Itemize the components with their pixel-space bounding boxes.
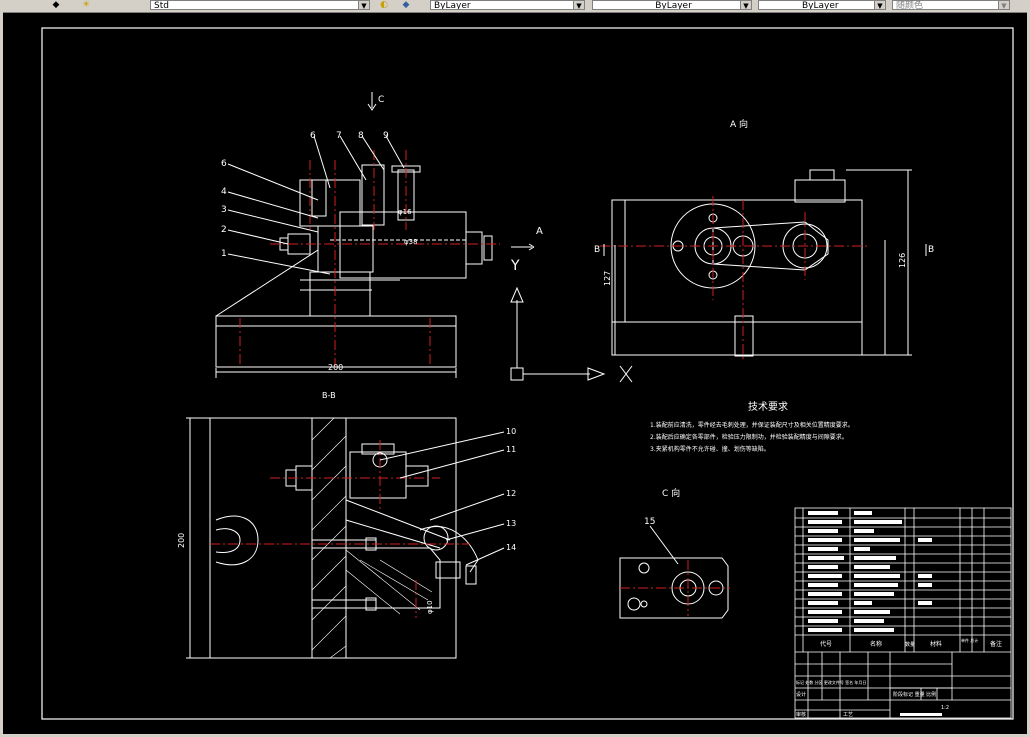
parts-list-fillers — [808, 511, 942, 716]
c-view — [619, 525, 730, 619]
plotstyle-control-value: 随颜色 — [896, 1, 924, 10]
text-style-value: Std — [154, 1, 169, 10]
part-number: 7 — [336, 131, 342, 141]
title-block-audit: 审核 — [796, 711, 806, 718]
view-label: B — [928, 245, 934, 255]
col-header-note: 备注 — [990, 640, 1002, 648]
view-title: A 向 — [730, 118, 748, 130]
front-view-labels: C 6 7 8 9 6 4 3 2 1 200 φ16 φ38 — [221, 95, 418, 372]
part-number: 6 — [310, 131, 316, 141]
drawing-area-frame — [0, 12, 1030, 737]
tech-req-item: 3.夹紧机构零件不允许碰、撞、划伤等缺陷。 — [650, 445, 770, 453]
view-label: B — [594, 245, 600, 255]
layer-light-icon[interactable]: ☀ — [81, 0, 91, 10]
title-block-labels: 代号 名称 数量 材料 单件 总计 备注 标记 处数 分区 更改文件号 签名 年… — [796, 637, 1002, 718]
part-number: 2 — [221, 225, 227, 235]
dimension-label: φ38 — [404, 238, 418, 246]
chevron-down-icon: ▼ — [740, 1, 751, 9]
title-block-scale: 1:2 — [941, 705, 949, 711]
tech-req-title: 技术要求 — [748, 400, 788, 413]
text-style-dropdown[interactable]: Std ▼ — [150, 0, 370, 10]
layer-previous-icon[interactable]: ◐ — [380, 0, 388, 10]
part-number: 12 — [506, 489, 516, 498]
part-number: 6 — [221, 159, 227, 169]
chevron-down-icon: ▼ — [573, 1, 584, 9]
color-control-dropdown[interactable]: ByLayer ▼ — [430, 0, 585, 10]
title-block-process: 工艺 — [843, 712, 853, 718]
col-header-code: 代号 — [820, 640, 832, 648]
a-view — [600, 169, 927, 360]
part-number: 9 — [383, 131, 389, 141]
bb-section-labels: B-B 200 φ10 10 11 12 13 14 — [177, 391, 516, 614]
chevron-down-icon: ▼ — [998, 1, 1009, 9]
lineweight-control-value: ByLayer — [802, 1, 839, 10]
color-control-value: ByLayer — [434, 1, 471, 10]
part-number: 10 — [506, 427, 516, 436]
layer-tools-icon[interactable]: ◆ — [402, 0, 410, 10]
dimension-label: φ16 — [398, 208, 412, 216]
ucs-icon — [510, 243, 633, 383]
part-number: 3 — [221, 205, 227, 215]
view-title: C 向 — [662, 487, 680, 499]
ucs-y-label: Y — [510, 258, 520, 274]
chevron-down-icon: ▼ — [358, 1, 369, 9]
part-number: 15 — [644, 517, 655, 527]
properties-toolbar: ◆ ☀ Std ▼ ◐ ◆ ByLayer ▼ ByLayer ▼ ByLaye… — [0, 0, 1030, 13]
sheet-border — [41, 27, 1014, 720]
chevron-down-icon: ▼ — [874, 1, 885, 9]
part-number: 8 — [358, 131, 364, 141]
front-view — [215, 92, 500, 378]
part-number: 11 — [506, 445, 516, 454]
part-number: 1 — [221, 249, 227, 259]
dimension-label: 200 — [328, 363, 343, 372]
linetype-control-value: ByLayer — [655, 1, 692, 10]
dimension-label: φ10 — [426, 600, 434, 614]
title-block-design: 设计 — [796, 691, 806, 698]
col-header-weight: 单件 总计 — [961, 637, 978, 643]
parts-list-table — [794, 507, 1012, 719]
section-title: B-B — [322, 391, 336, 400]
linetype-control-dropdown[interactable]: ByLayer ▼ — [592, 0, 752, 10]
part-number: 14 — [506, 543, 516, 552]
col-header-qty: 数量 — [905, 641, 915, 648]
part-number: 13 — [506, 519, 516, 528]
technical-requirements: 技术要求 1.装配前应清洗，零件经去毛刺处理，并保证装配尺寸及相关位置精度要求。… — [650, 400, 854, 453]
lineweight-control-dropdown[interactable]: ByLayer ▼ — [758, 0, 886, 10]
col-header-name: 名称 — [870, 640, 882, 648]
tech-req-item: 2.装配后应确定各零部件，检验压力限制功，并检验装配精度与间隙要求。 — [650, 433, 848, 441]
part-number: 4 — [221, 187, 227, 197]
col-header-material: 材料 — [930, 640, 942, 648]
dimension-label: 127 — [603, 271, 612, 286]
title-block-sign-marks: 标记 处数 分区 更改文件号 签名 年月日 — [796, 679, 866, 685]
plotstyle-control-dropdown[interactable]: 随颜色 ▼ — [892, 0, 1010, 10]
bb-section-view — [186, 417, 505, 659]
title-block-stage: 阶段标记 重量 比例 — [893, 691, 936, 698]
dimension-label: 126 — [898, 253, 907, 268]
dimension-label: 200 — [177, 533, 186, 548]
tech-req-item: 1.装配前应清洗，零件经去毛刺处理，并保证装配尺寸及相关位置精度要求。 — [650, 421, 854, 429]
section-arrow-label: C — [378, 95, 384, 105]
a-view-labels: A 向 B B 127 126 — [594, 118, 934, 286]
view-arrow-label: A — [536, 226, 543, 237]
layer-state-icon[interactable]: ◆ — [52, 0, 60, 10]
